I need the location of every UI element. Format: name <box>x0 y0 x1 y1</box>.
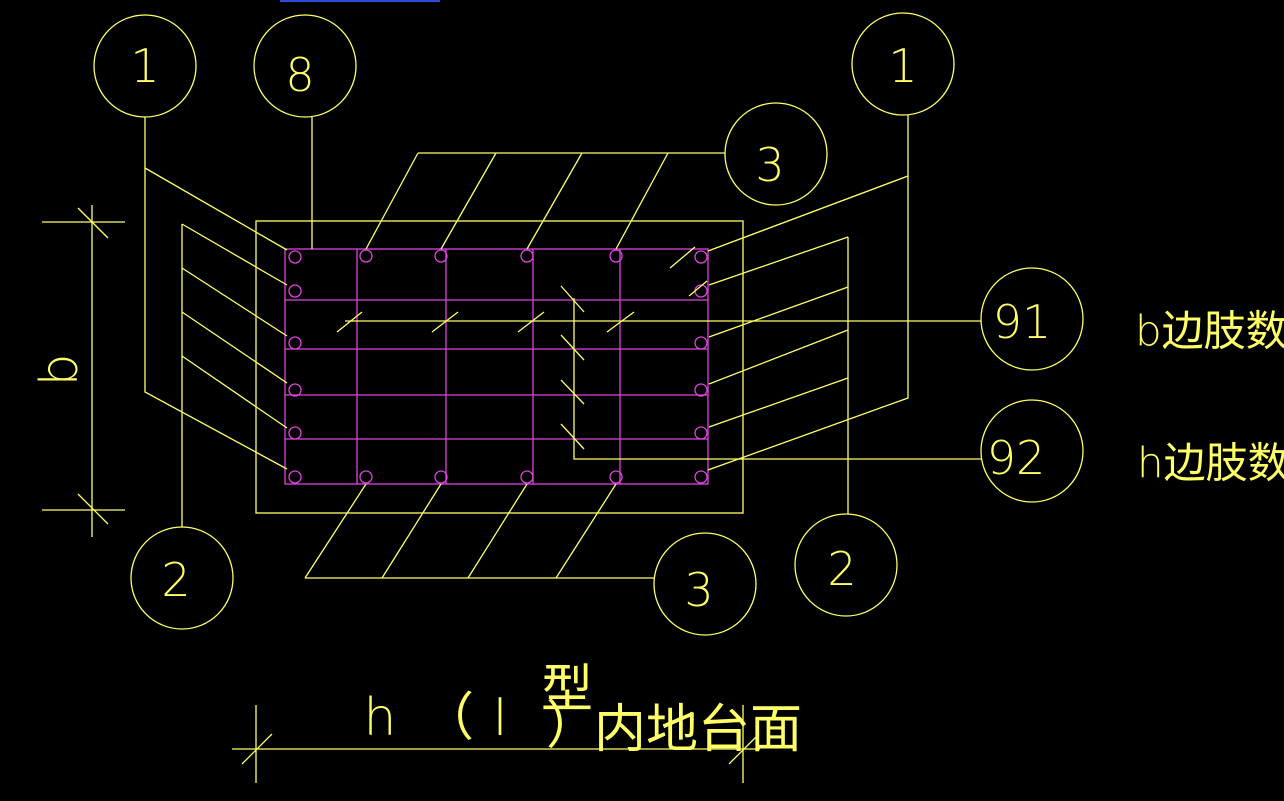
bubble-1-top-right: 1 <box>851 12 955 116</box>
title-paren-open: （ <box>422 688 474 748</box>
rebar-cage <box>284 248 709 485</box>
section-outline <box>255 220 744 514</box>
leader-3-top <box>365 152 725 250</box>
bubble-2-bottom-left-text: 2 <box>161 553 190 607</box>
label-h-side-legs: h边肢数 <box>1137 439 1284 488</box>
rebar-bars <box>288 249 708 484</box>
bubble-2-bottom-left: 2 <box>130 526 234 630</box>
bubble-1-top-left-text: 1 <box>130 39 159 93</box>
leader-91 <box>336 246 981 333</box>
bubble-2-bottom-right: 2 <box>794 513 898 617</box>
title-caption: 内地台面 <box>594 700 802 760</box>
leader-1-left <box>144 117 288 470</box>
bubble-3-top: 3 <box>724 102 828 206</box>
leader-2-left <box>181 223 288 527</box>
bubble-1-top-left: 1 <box>93 14 197 118</box>
bubble-8-top: 8 <box>253 14 357 118</box>
window-title-bar-fragment <box>280 0 440 2</box>
leader-1-right <box>707 115 909 471</box>
title-bar: I <box>492 688 507 748</box>
bubble-91: 91 <box>980 267 1084 371</box>
title-h: h <box>364 688 397 748</box>
bubble-92-text: 92 <box>987 431 1046 485</box>
title-paren-close: ） <box>546 696 598 756</box>
bubble-3-bottom-text: 3 <box>684 563 713 617</box>
bubble-91-text: 91 <box>993 295 1052 349</box>
bubble-3-top-text: 3 <box>755 138 784 192</box>
bubble-8-top-text: 8 <box>285 48 314 102</box>
dimension-h <box>232 705 760 783</box>
leader-92 <box>560 285 981 460</box>
bubble-2-bottom-right-text: 2 <box>827 542 856 596</box>
leader-2-right <box>708 236 849 514</box>
title-type-char: 型 <box>541 660 593 720</box>
bubble-1-top-right-text: 1 <box>888 39 917 93</box>
bubble-3-bottom: 3 <box>653 532 757 636</box>
leader-3-bottom <box>304 483 654 579</box>
dimension-b <box>42 205 125 537</box>
label-b-side-legs: b边肢数 <box>1135 307 1284 356</box>
dimension-b-text: b <box>30 353 90 386</box>
bubble-92: 92 <box>980 399 1084 503</box>
